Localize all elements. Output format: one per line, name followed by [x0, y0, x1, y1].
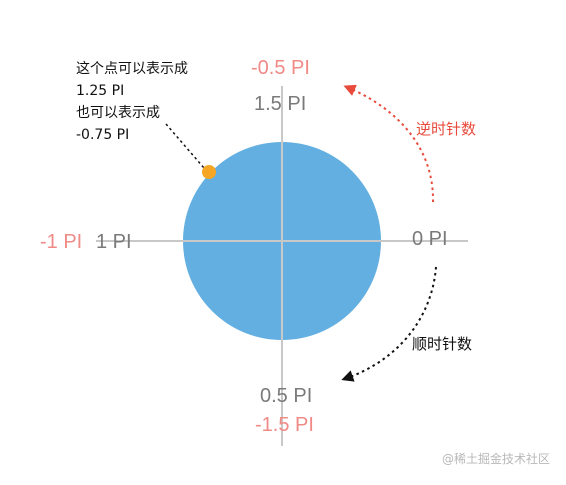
clockwise-label: 顺时针数 — [412, 335, 473, 353]
label-bottom-positive: 0.5 PI — [260, 385, 313, 407]
annotation-line-3: 也可以表示成 — [76, 105, 160, 121]
watermark: @稀土掘金技术社区 — [441, 452, 550, 466]
counterclockwise-label: 逆时针数 — [416, 120, 477, 138]
annotation-leader-line — [165, 123, 205, 169]
clockwise-arrow — [341, 266, 437, 382]
highlighted-point — [202, 165, 216, 179]
label-left-negative: -1 PI — [40, 231, 83, 253]
point-annotation: 这个点可以表示成 1.25 PI 也可以表示成 -0.75 PI — [76, 58, 188, 146]
label-top-negative: -0.5 PI — [251, 57, 310, 79]
annotation-line-2: 1.25 PI — [76, 83, 125, 99]
annotation-line-1: 这个点可以表示成 — [76, 61, 188, 77]
label-right-zero: 0 PI — [412, 228, 448, 250]
annotation-line-4: -0.75 PI — [76, 127, 130, 143]
label-bottom-negative: -1.5 PI — [255, 414, 314, 436]
label-left-positive: 1 PI — [96, 231, 132, 253]
label-top-positive: 1.5 PI — [254, 93, 307, 115]
counterclockwise-arrow — [343, 84, 435, 203]
